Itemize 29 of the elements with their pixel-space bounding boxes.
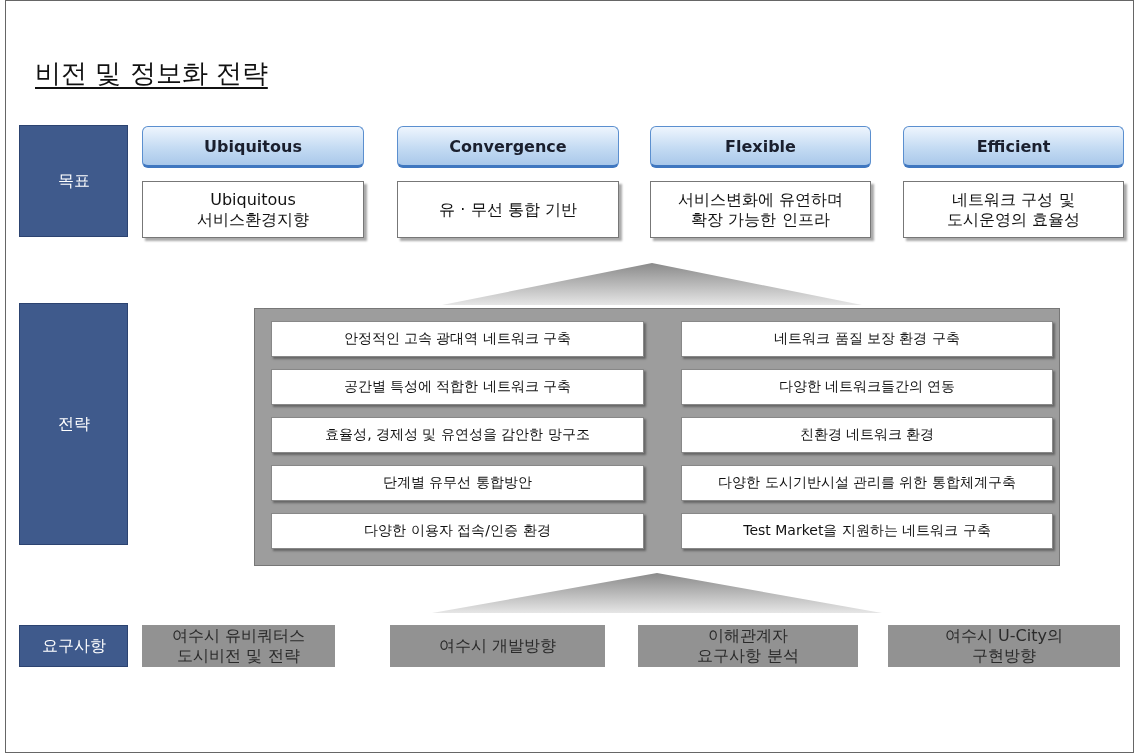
goal-header-box: Flexible — [650, 126, 871, 168]
requirement-box: 여수시 개발방향 — [390, 625, 605, 667]
strategy-box: 다양한 도시기반시설 관리를 위한 통합체계구축 — [681, 465, 1053, 501]
goal-box: 유 · 무선 통합 기반 — [397, 181, 619, 238]
strategy-box: 효율성, 경제성 및 유연성을 감안한 망구조 — [271, 417, 644, 453]
strategy-box: 안정적인 고속 광대역 네트워크 구축 — [271, 321, 644, 357]
strategy-box: 단계별 유무선 통합방안 — [271, 465, 644, 501]
strategy-box: 다양한 네트워크들간의 연동 — [681, 369, 1053, 405]
requirement-box: 이해관계자 요구사항 분석 — [638, 625, 858, 667]
goal-box: Ubiquitous 서비스환경지향 — [142, 181, 364, 238]
goal-header-box: Ubiquitous — [142, 126, 364, 168]
goal-header-box: Convergence — [397, 126, 619, 168]
level-label-box: 전략 — [19, 303, 128, 545]
strategy-panel — [254, 308, 1060, 566]
strategy-box: 네트워크 품질 보장 환경 구축 — [681, 321, 1053, 357]
goal-box: 네트워크 구성 및 도시운영의 효율성 — [903, 181, 1124, 238]
strategy-box: 공간별 특성에 적합한 네트워크 구축 — [271, 369, 644, 405]
requirement-box: 여수시 유비쿼터스 도시비전 및 전략 — [142, 625, 335, 667]
goal-box: 서비스변화에 유연하며 확장 가능한 인프라 — [650, 181, 871, 238]
strategy-box: Test Market을 지원하는 네트워크 구축 — [681, 513, 1053, 549]
requirement-box: 여수시 U-City의 구현방향 — [888, 625, 1120, 667]
goal-header-box: Efficient — [903, 126, 1124, 168]
triangle-shape — [432, 573, 882, 613]
strategy-box: 다양한 이용자 접속/인증 환경 — [271, 513, 644, 549]
level-label-box: 목표 — [19, 125, 128, 237]
title: 비전 및 정보화 전략 — [35, 57, 268, 90]
triangle-shape — [442, 263, 862, 305]
level-label-box: 요구사항 — [19, 625, 128, 667]
strategy-box: 친환경 네트워크 환경 — [681, 417, 1053, 453]
